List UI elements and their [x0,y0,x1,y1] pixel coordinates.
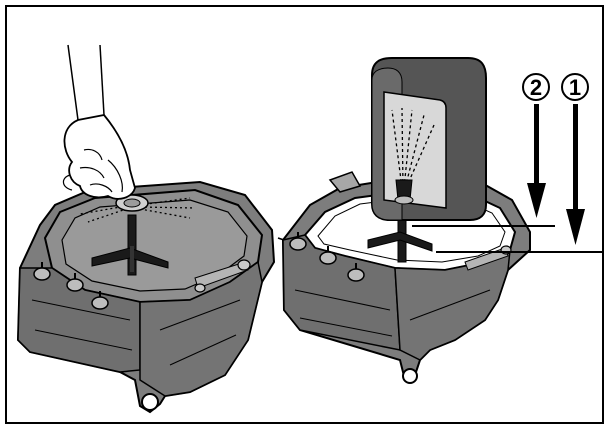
left-tank-drain [141,393,159,411]
container-spray-lines [391,107,435,189]
left-spray-lines [79,197,196,223]
container-window [383,91,447,209]
callout-1-arrow [566,209,585,245]
left-stirrer [91,214,169,276]
callout-2-arrow [527,183,546,218]
callout-2: 2 [412,73,555,227]
left-tank-side [139,260,263,397]
right-tank-latch [328,171,362,193]
right-tank [281,171,531,384]
callout-2-label: 2 [530,75,542,100]
right-tank-drain [402,368,418,384]
callout-1: 1 [436,73,604,253]
left-tank [16,180,276,414]
left-tank-rim [61,199,248,292]
container [371,57,487,221]
right-tank-caps [289,232,365,282]
hand [62,44,136,200]
left-tank-caps [33,262,109,310]
callout-1-label: 1 [569,75,581,100]
